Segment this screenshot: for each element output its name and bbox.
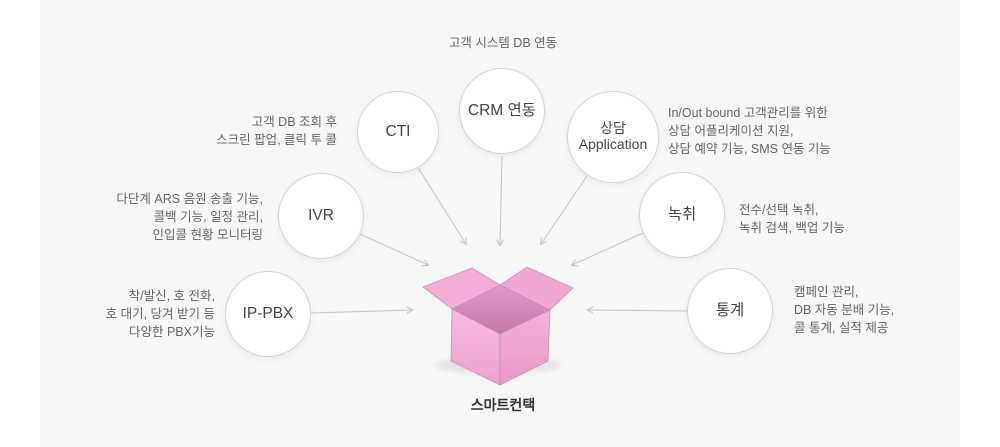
node-desc-ivr: 다단계 ARS 음원 송출 기능, 콜백 기능, 일정 관리, 인입콜 현황 모… xyxy=(83,190,263,244)
desc-line: 캠페인 관리, xyxy=(794,285,859,299)
desc-line: In/Out bound 고객관리를 위한 xyxy=(668,106,828,120)
node-label-counsel-app: 상담 xyxy=(600,120,626,137)
desc-line: 콜 통계, 실적 제공 xyxy=(794,321,889,335)
node-circle-recording: 녹취 xyxy=(639,172,725,258)
desc-line: 인입콜 현황 모니터링 xyxy=(152,228,263,242)
desc-line: 상담 어플리케이션 지원, xyxy=(668,124,794,138)
desc-line: 호 대기, 당겨 받기 등 xyxy=(105,307,215,321)
node-label2-counsel-app: Application xyxy=(578,136,648,152)
desc-line: DB 자동 분배 기능, xyxy=(794,303,895,317)
desc-line: 착/발신, 호 전화, xyxy=(128,289,215,303)
node-label-ivr: IVR xyxy=(308,207,334,225)
desc-line: 고객 시스템 DB 연동 xyxy=(448,36,558,50)
node-desc-ip-pbx: 착/발신, 호 전화, 호 대기, 당겨 받기 등 다양한 PBX기능 xyxy=(55,287,215,341)
desc-line: 상담 예약 기능, SMS 연동 기능 xyxy=(668,142,831,156)
desc-line: 다단계 ARS 음원 송출 기능, xyxy=(116,192,263,206)
desc-line: 콜백 기능, 일정 관리, xyxy=(153,210,263,224)
node-circle-crm: CRM 연동 xyxy=(459,68,545,154)
node-label-recording: 녹취 xyxy=(667,206,697,224)
node-desc-counsel-app: In/Out bound 고객관리를 위한 상담 어플리케이션 지원, 상담 예… xyxy=(668,104,831,158)
node-circle-cti: CTI xyxy=(357,91,439,173)
node-circle-ivr: IVR xyxy=(278,173,364,259)
node-desc-recording: 전수/선택 녹취, 녹취 검색, 백업 기능 xyxy=(739,201,845,237)
node-label-crm: CRM 연동 xyxy=(467,102,537,120)
node-desc-stats: 캠페인 관리, DB 자동 분배 기능, 콜 통계, 실적 제공 xyxy=(794,283,894,337)
node-label-cti: CTI xyxy=(385,123,411,141)
desc-line: 스크린 팝업, 클릭 투 콜 xyxy=(216,133,337,147)
desc-line: 전수/선택 녹취, xyxy=(739,203,819,217)
desc-line: 다양한 PBX기능 xyxy=(129,325,215,339)
node-circle-counsel-app: 상담 Application xyxy=(567,91,659,183)
desc-line: 녹취 검색, 백업 기능 xyxy=(739,221,845,235)
node-label-ip-pbx: IP-PBX xyxy=(242,305,294,323)
node-circle-stats: 통계 xyxy=(687,268,773,354)
open-box-icon xyxy=(422,266,574,386)
node-label-stats: 통계 xyxy=(715,302,745,320)
desc-line: 고객 DB 조회 후 xyxy=(251,115,337,129)
node-desc-crm: 고객 시스템 DB 연동 xyxy=(403,34,603,52)
node-circle-ip-pbx: IP-PBX xyxy=(225,271,311,357)
node-desc-cti: 고객 DB 조회 후 스크린 팝업, 클릭 투 콜 xyxy=(157,113,337,149)
center-label: 스마트컨택 xyxy=(470,397,536,413)
